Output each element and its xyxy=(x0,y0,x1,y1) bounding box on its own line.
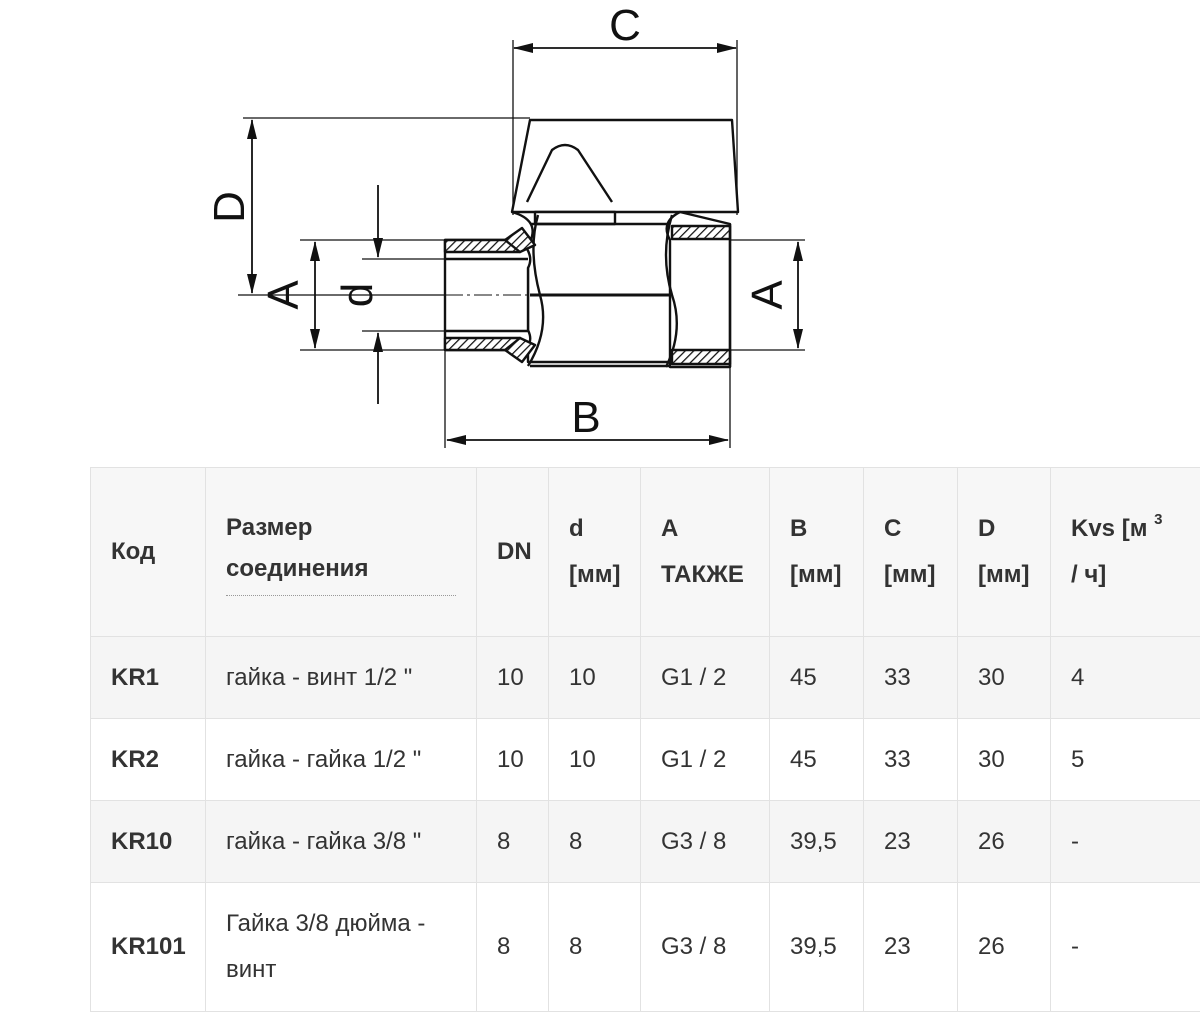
cell-code: KR1 xyxy=(91,637,206,719)
cell-code: KR101 xyxy=(91,883,206,1012)
cell-d-dim: 30 xyxy=(958,637,1051,719)
dimension-a-right-label: A xyxy=(743,280,792,310)
cell-code: KR2 xyxy=(91,719,206,801)
right-thread-bottom xyxy=(672,350,730,364)
cell-a: G1 / 2 xyxy=(641,719,770,801)
cell-d: 8 xyxy=(549,883,641,1012)
valve-handle xyxy=(512,120,738,212)
cell-a: G3 / 8 xyxy=(641,883,770,1012)
cell-code: KR10 xyxy=(91,801,206,883)
valve-technical-drawing: C D A d A B xyxy=(0,0,1200,465)
cell-kvs: 5 xyxy=(1051,719,1200,801)
cell-dn: 8 xyxy=(477,883,549,1012)
cell-b: 45 xyxy=(770,719,864,801)
cell-dn: 8 xyxy=(477,801,549,883)
cell-size: гайка - гайка 3/8 " xyxy=(206,801,477,883)
right-thread-top xyxy=(672,226,730,239)
dimension-small-d-label: d xyxy=(333,283,382,307)
cell-d: 10 xyxy=(549,637,641,719)
dimension-b-label: B xyxy=(571,393,600,442)
cell-b: 45 xyxy=(770,637,864,719)
cell-size: гайка - винт 1/2 " xyxy=(206,637,477,719)
cell-d-dim: 26 xyxy=(958,883,1051,1012)
handle-stem xyxy=(535,212,615,224)
valve-body xyxy=(445,120,738,367)
cell-a: G3 / 8 xyxy=(641,801,770,883)
cell-d: 10 xyxy=(549,719,641,801)
header-c: C[мм] xyxy=(864,468,958,637)
header-dn: DN xyxy=(477,468,549,637)
cell-c: 33 xyxy=(864,637,958,719)
cell-d-dim: 30 xyxy=(958,719,1051,801)
cell-d: 8 xyxy=(549,801,641,883)
dimension-d-label: D xyxy=(205,191,254,223)
cell-size: гайка - гайка 1/2 " xyxy=(206,719,477,801)
cell-kvs: - xyxy=(1051,801,1200,883)
header-d-dim: D[мм] xyxy=(958,468,1051,637)
dimension-a-left-label: A xyxy=(259,280,308,310)
cell-dn: 10 xyxy=(477,637,549,719)
cell-b: 39,5 xyxy=(770,801,864,883)
header-kvs: Kvs [м 3/ ч] xyxy=(1051,468,1200,637)
cell-size: Гайка 3/8 дюйма - винт xyxy=(206,883,477,1012)
cell-c: 23 xyxy=(864,801,958,883)
header-b: B[мм] xyxy=(770,468,864,637)
cell-b: 39,5 xyxy=(770,883,864,1012)
table-row: KR1 гайка - винт 1/2 " 10 10 G1 / 2 45 3… xyxy=(91,637,1200,719)
cell-a: G1 / 2 xyxy=(641,637,770,719)
cell-c: 23 xyxy=(864,883,958,1012)
header-code: Код xyxy=(91,468,206,637)
cell-c: 33 xyxy=(864,719,958,801)
table-row: KR101 Гайка 3/8 дюйма - винт 8 8 G3 / 8 … xyxy=(91,883,1200,1012)
table-row: KR10 гайка - гайка 3/8 " 8 8 G3 / 8 39,5… xyxy=(91,801,1200,883)
cell-dn: 10 xyxy=(477,719,549,801)
cell-kvs: - xyxy=(1051,883,1200,1012)
table-row: KR2 гайка - гайка 1/2 " 10 10 G1 / 2 45 … xyxy=(91,719,1200,801)
header-d: d[мм] xyxy=(549,468,641,637)
cell-kvs: 4 xyxy=(1051,637,1200,719)
cell-d-dim: 26 xyxy=(958,801,1051,883)
dimension-c-label: C xyxy=(609,1,641,50)
